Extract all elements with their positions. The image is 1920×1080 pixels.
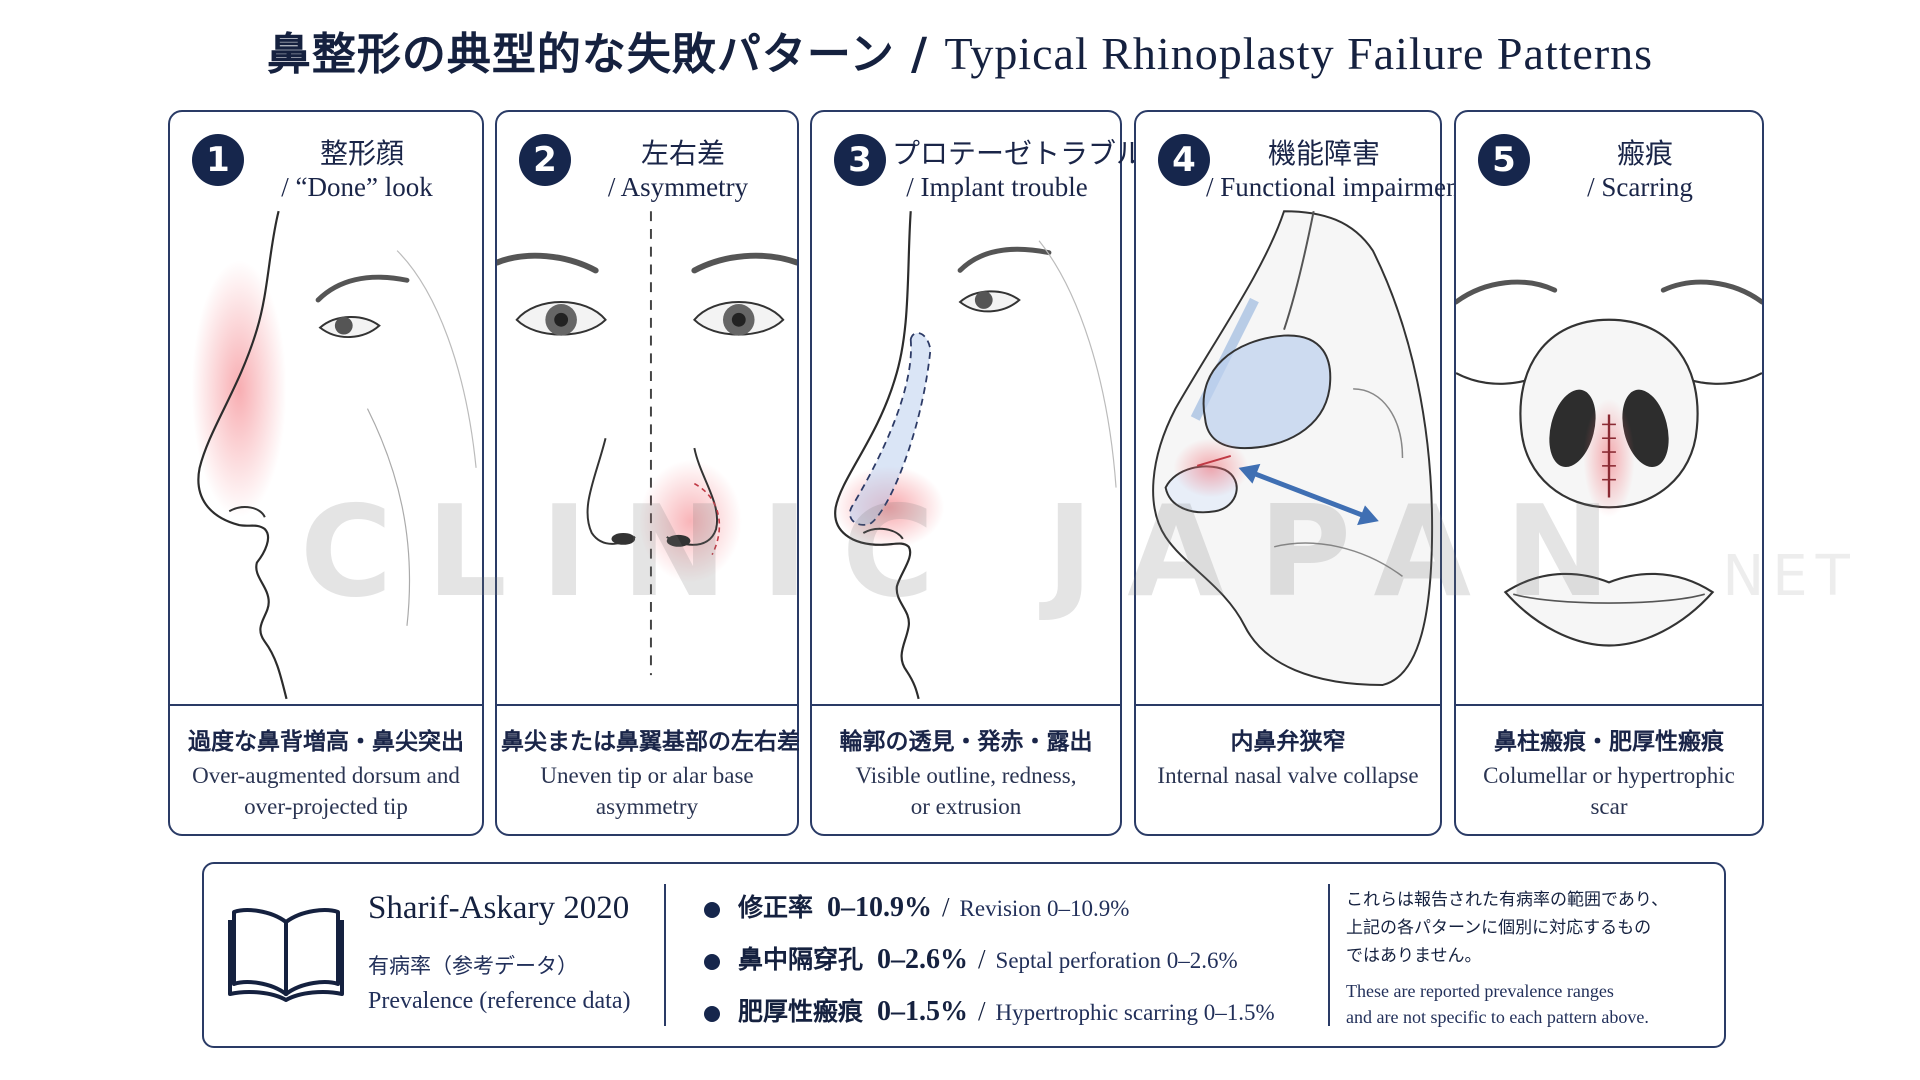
source-title: Sharif-Askary 2020 — [368, 890, 630, 926]
stat-separator: / — [942, 892, 950, 922]
stat-label-jp: 肥厚性瘢痕 — [738, 997, 864, 1026]
note-line: ではありません。 — [1346, 946, 1482, 966]
panel-scarring: 5 瘢痕 / Scarring — [1454, 110, 1764, 836]
panel-caption-en: Uneven tip or alar base asymmetry — [503, 760, 791, 822]
title-separator: / — [894, 29, 945, 80]
panel-title-en: / “Done” look — [281, 172, 433, 202]
panel-caption-en: Internal nasal valve collapse — [1142, 760, 1434, 791]
source-label-jp: 有病率（参考データ） — [368, 954, 578, 978]
divider — [664, 884, 666, 1026]
caption-line: Internal nasal valve collapse — [1157, 763, 1419, 788]
caption-line: or extrusion — [910, 794, 1022, 819]
stat-value: 0–1.5% — [877, 996, 969, 1027]
stat-text: 肥厚性瘢痕 0–1.5% / Hypertrophic scarring 0–1.5% — [738, 992, 1275, 1028]
stat-item: 鼻中隔穿孔 0–2.6% / Septal perforation 0–2.6% — [704, 938, 1324, 990]
note-line: これらは報告された有病率の範囲であり、 — [1346, 890, 1669, 910]
disclaimer-note: これらは報告された有病率の範囲であり、 上記の各パターンに個別に対応するもの で… — [1346, 886, 1716, 1030]
note-line: These are reported prevalence ranges — [1346, 981, 1614, 1001]
title-jp: 鼻整形の典型的な失敗パターン — [266, 29, 895, 80]
panel-number-badge: 3 — [834, 134, 886, 186]
panel-caption-jp: 内鼻弁狭窄 — [1230, 729, 1346, 755]
note-en: These are reported prevalence ranges and… — [1346, 978, 1716, 1030]
stat-separator: / — [978, 996, 986, 1026]
stat-text: 鼻中隔穿孔 0–2.6% / Septal perforation 0–2.6% — [738, 940, 1238, 976]
caption-line: Columellar or hypertrophic scar — [1483, 763, 1735, 819]
panel-functional-impairment: 4 機能障害 / Functional impairment 内鼻弁狭 — [1134, 110, 1467, 836]
title-en: Typical Rhinoplasty Failure Patterns — [944, 28, 1654, 79]
open-book-icon — [228, 908, 344, 1002]
stat-separator: / — [978, 944, 986, 974]
caption-line: asymmetry — [595, 794, 699, 819]
stat-label-en: Hypertrophic scarring 0–1.5% — [995, 1000, 1275, 1025]
divider — [1328, 884, 1330, 1026]
failure-panels: 1 整形顔 / “Done” look 過度な鼻背増高・鼻尖突出 Over-au… — [168, 110, 1768, 838]
panel-number-badge: 1 — [192, 134, 244, 186]
panel-caption-jp: 鼻尖または鼻翼基部の左右差 — [501, 729, 800, 755]
panel-done-look: 1 整形顔 / “Done” look 過度な鼻背増高・鼻尖突出 Over-au… — [168, 110, 484, 836]
panel-divider — [170, 704, 482, 706]
nasal-cross-section-icon — [1152, 210, 1434, 686]
prevalence-box: Sharif-Askary 2020 有病率（参考データ） Prevalence… — [202, 862, 1726, 1048]
panel-caption-en: Visible outline, redness, or extrusion — [818, 760, 1114, 822]
caption-line: Over-augmented dorsum and — [192, 763, 460, 788]
panel-title-en: / Functional impairment — [1206, 172, 1467, 202]
panel-number-badge: 5 — [1478, 134, 1530, 186]
stat-value: 0–10.9% — [827, 892, 933, 923]
panel-divider — [1456, 704, 1762, 706]
panel-caption-en: Columellar or hypertrophic scar — [1462, 760, 1756, 822]
columella-scar-icon — [1456, 279, 1762, 647]
stat-label-jp: 修正率 — [738, 893, 814, 922]
bullet-icon — [704, 902, 720, 918]
stat-label-en: Septal perforation 0–2.6% — [995, 948, 1238, 973]
panel-divider — [1136, 704, 1440, 706]
page-title: 鼻整形の典型的な失敗パターン / Typical Rhinoplasty Fai… — [0, 18, 1920, 82]
panel-title-jp: 左右差 — [640, 137, 725, 170]
panel-title-en: / Asymmetry — [607, 172, 749, 202]
panel-asymmetry: 2 左右差 / Asymmetry 鼻尖または鼻翼基部の — [495, 110, 800, 836]
panel-title-jp: 整形顔 — [319, 137, 404, 170]
profile-implant-outline-icon — [833, 211, 1117, 700]
bullet-icon — [704, 1006, 720, 1022]
source-label-en: Prevalence (reference data) — [368, 988, 631, 1014]
panel-title-jp: 機能障害 — [1267, 137, 1380, 170]
stat-label-jp: 鼻中隔穿孔 — [738, 945, 864, 974]
profile-overaugmented-nose-icon — [191, 210, 477, 700]
note-line: 上記の各パターンに個別に対応するもの — [1346, 918, 1652, 938]
caption-line: over-projected tip — [244, 794, 408, 819]
stat-list: 修正率 0–10.9% / Revision 0–10.9% 鼻中隔穿孔 0–2.6% /… — [704, 886, 1324, 1042]
frontal-asymmetric-nose-icon — [497, 211, 797, 676]
panel-caption-jp: 鼻柱瘢痕・肥厚性瘢痕 — [1494, 729, 1724, 755]
panel-implant-trouble: 3 プロテーゼトラブル / Implant trouble 輪郭の透見・発赤・露… — [810, 110, 1145, 836]
caption-line: Uneven tip or alar base — [540, 763, 754, 788]
stat-text: 修正率 0–10.9% / Revision 0–10.9% — [738, 888, 1129, 924]
stat-value: 0–2.6% — [877, 944, 969, 975]
bullet-icon — [704, 954, 720, 970]
caption-line: Visible outline, redness, — [855, 763, 1077, 788]
panel-title-en: / Implant trouble — [906, 172, 1088, 202]
panel-divider — [497, 704, 797, 706]
note-jp: これらは報告された有病率の範囲であり、 上記の各パターンに個別に対応するもの で… — [1346, 886, 1716, 970]
panel-caption-jp: 輪郭の透見・発赤・露出 — [839, 729, 1093, 755]
panel-number-badge: 4 — [1158, 134, 1210, 186]
panel-title-en: / Scarring — [1587, 172, 1693, 202]
panel-title-jp: 瘢痕 — [1616, 137, 1673, 170]
panel-caption-jp: 過度な鼻背増高・鼻尖突出 — [188, 729, 464, 755]
panel-title-jp: プロテーゼトラブル — [892, 137, 1145, 170]
panel-divider — [812, 704, 1120, 706]
note-line: and are not specific to each pattern abo… — [1346, 1007, 1649, 1027]
stat-label-en: Revision 0–10.9% — [959, 896, 1130, 921]
panel-caption-en: Over-augmented dorsum and over-projected… — [176, 760, 476, 822]
stat-item: 修正率 0–10.9% / Revision 0–10.9% — [704, 886, 1324, 938]
stat-item: 肥厚性瘢痕 0–1.5% / Hypertrophic scarring 0–1.5% — [704, 990, 1324, 1042]
panel-number-badge: 2 — [519, 134, 571, 186]
